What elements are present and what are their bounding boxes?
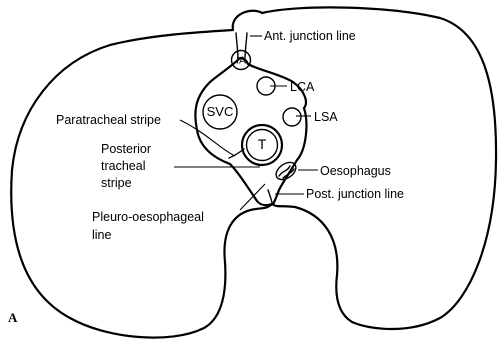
lca-label: LCA — [290, 80, 315, 94]
pleuro-oesophageal-line-1: Pleuro-oesophageal — [92, 210, 204, 224]
innominate-artery-label: IA — [236, 54, 246, 66]
posterior-tracheal-stripe-line-2: tracheal — [101, 159, 145, 173]
panel-letter: A — [8, 310, 18, 325]
posterior-tracheal-stripe-line-3: stripe — [101, 176, 132, 190]
leader-pleuro-oesophageal — [240, 184, 265, 210]
pleuro-oesophageal-line-2: line — [92, 228, 112, 242]
ant-junction-line-label: Ant. junction line — [264, 29, 356, 43]
svc-label: SVC — [207, 104, 234, 119]
lsa-label: LSA — [314, 110, 338, 124]
lsa-circle — [283, 108, 301, 126]
chest-wall-outline — [11, 7, 496, 337]
post-junction-line-label: Post. junction line — [306, 187, 404, 201]
oesophagus-label: Oesophagus — [320, 164, 391, 178]
trachea-label: T — [258, 136, 267, 152]
paratracheal-stripe-label: Paratracheal stripe — [56, 113, 161, 127]
post-junction-line — [268, 190, 272, 204]
posterior-tracheal-stripe-line-1: Posterior — [101, 142, 151, 156]
